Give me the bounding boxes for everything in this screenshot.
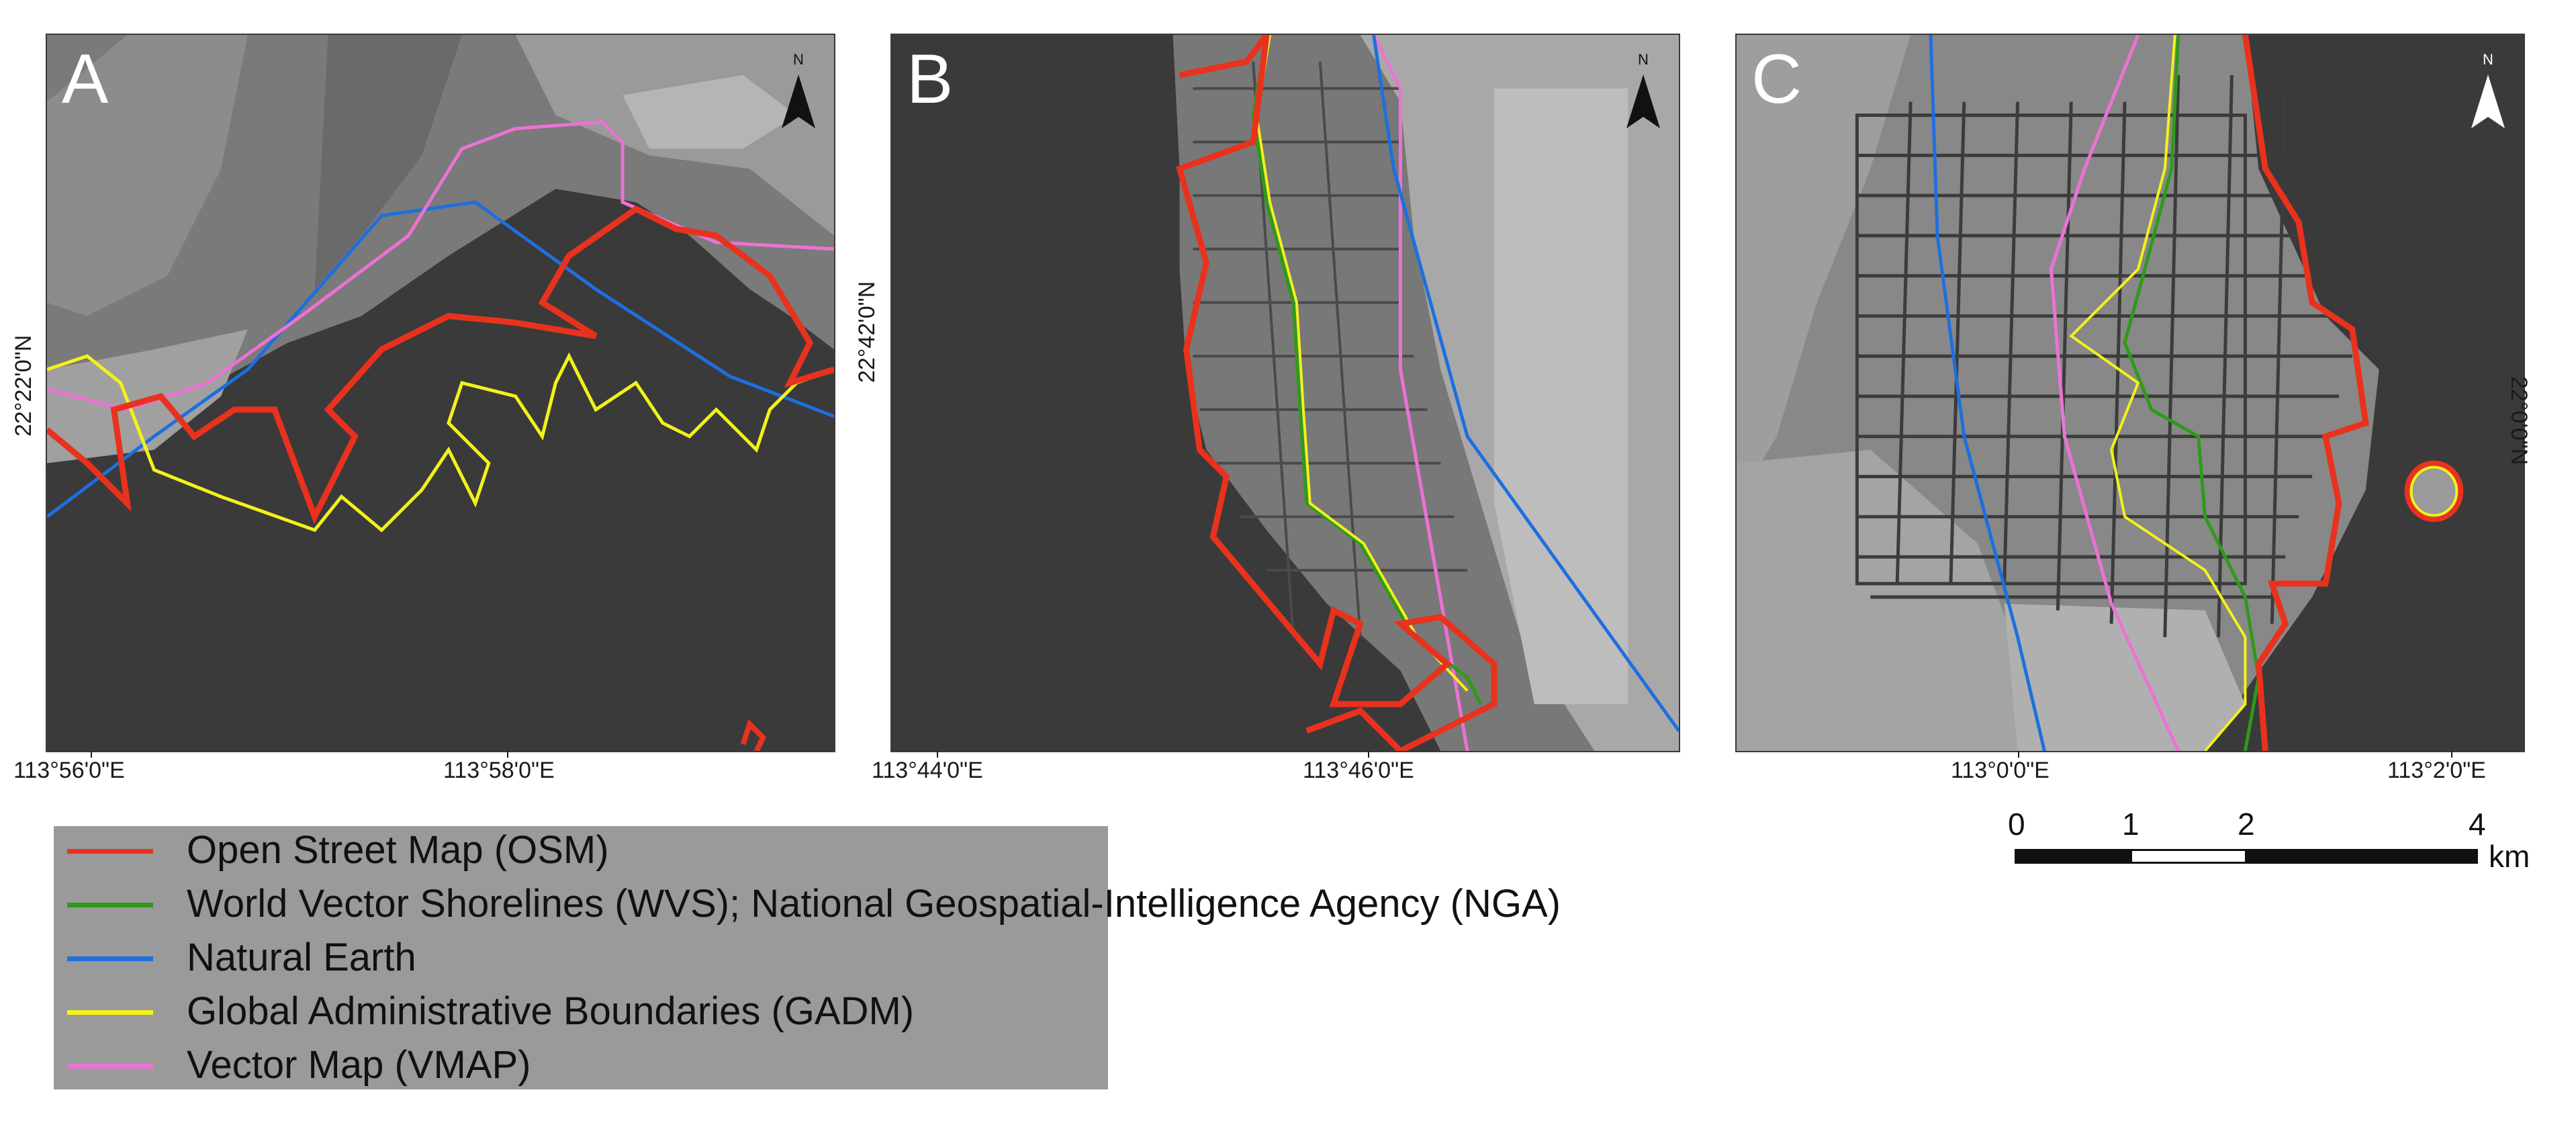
scale-unit: km (2489, 839, 2530, 874)
scale-tick-label: 0 (2008, 807, 2025, 842)
scale-bar: 0 1 2 4 km (2008, 806, 2545, 887)
scale-tick-label: 1 (2122, 807, 2140, 842)
scale-segment (2015, 849, 2131, 864)
north-arrow-label: N (1638, 51, 1649, 68)
north-arrow-icon: N (2465, 44, 2512, 132)
legend-swatch-gadm (67, 1010, 153, 1015)
legend-label: Vector Map (VMAP) (187, 1043, 531, 1087)
scale-segment (2130, 849, 2247, 864)
legend-label: Natural Earth (187, 936, 416, 979)
panel-b-letter: B (907, 40, 954, 118)
lat-label-c: 22°0'0"N (2506, 376, 2532, 465)
panel-c-letter: C (1751, 40, 1802, 118)
map-panel-b: B N (890, 34, 1680, 752)
scale-tick-label: 2 (2238, 807, 2255, 842)
lon-tick (507, 751, 508, 758)
legend-item: Open Street Map (OSM) (54, 826, 1665, 880)
panel-a-letter: A (62, 40, 109, 118)
legend-label: World Vector Shorelines (WVS); National … (187, 882, 1561, 926)
lon-label-b-2: 113°46'0"E (1303, 758, 1414, 783)
legend-item: Global Administrative Boundaries (GADM) (54, 987, 1665, 1041)
map-c-imagery (1737, 35, 2524, 751)
legend-swatch-wvs (67, 903, 153, 907)
legend-item: Natural Earth (54, 934, 1665, 987)
lat-label-b: 22°42'0"N (854, 281, 880, 383)
legend-label: Open Street Map (OSM) (187, 828, 609, 872)
legend-item: World Vector Shorelines (WVS); National … (54, 880, 1665, 934)
lon-tick (937, 751, 938, 758)
legend-label: Global Administrative Boundaries (GADM) (187, 989, 915, 1033)
north-arrow-label: N (2483, 51, 2493, 68)
lon-label-c-2: 113°2'0"E (2387, 758, 2486, 783)
lon-label-a-1: 113°56'0"E (13, 758, 125, 783)
lon-label-b-1: 113°44'0"E (872, 758, 983, 783)
map-b-imagery (892, 35, 1679, 751)
map-legend: Open Street Map (OSM) World Vector Shore… (54, 826, 1561, 1089)
lon-tick (2451, 751, 2452, 758)
lat-label-a: 22°22'0"N (11, 334, 36, 437)
lon-tick (91, 751, 92, 758)
lon-label-a-2: 113°58'0"E (443, 758, 555, 783)
north-arrow-label: N (793, 51, 804, 68)
map-a-imagery (47, 35, 834, 751)
north-arrow-icon: N (775, 44, 822, 132)
legend-swatch-natural-earth (67, 956, 153, 961)
legend-swatch-vmap (67, 1064, 153, 1069)
map-panel-a: A N (46, 34, 835, 752)
lon-tick (1368, 751, 1369, 758)
legend-swatch-osm (67, 849, 153, 854)
legend-item: Vector Map (VMAP) (54, 1041, 1665, 1095)
scale-tick-label: 4 (2469, 807, 2486, 842)
scale-segment (2246, 849, 2478, 864)
lon-label-c-1: 113°0'0"E (1951, 758, 2050, 783)
north-arrow-icon: N (1620, 44, 1667, 132)
map-panel-c: C N (1735, 34, 2525, 752)
lon-tick (2018, 751, 2019, 758)
